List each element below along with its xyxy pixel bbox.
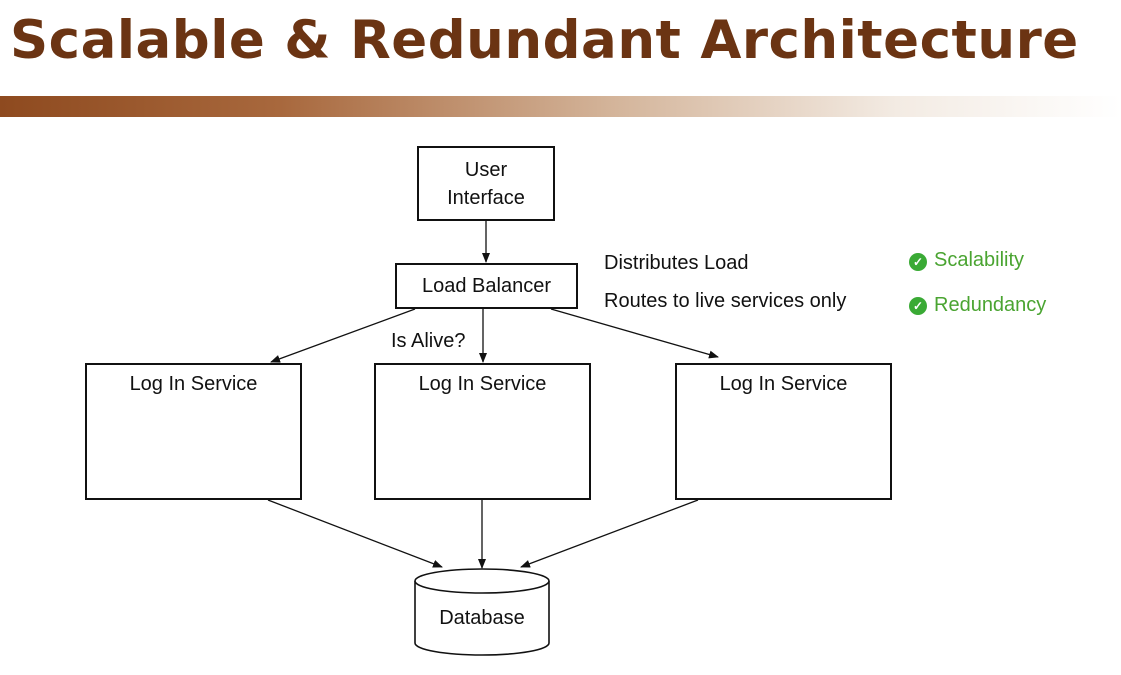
user-interface-label-line1: User [464, 158, 508, 181]
is-alive-label: Is Alive? [391, 330, 466, 352]
load-balancer-label: Load Balancer [422, 274, 551, 297]
arrow-lb-to-service-1 [270, 308, 416, 363]
database-label: Database [439, 607, 525, 629]
database-cylinder [414, 568, 550, 656]
check-circle-icon: ✓ [909, 253, 927, 271]
login-service-label: Log In Service [719, 373, 848, 395]
login-service-label: Log In Service [418, 373, 547, 395]
lb-note-routes: Routes to live services only [604, 290, 847, 312]
title-divider-band [0, 96, 1121, 117]
login-service-label: Log In Service [129, 373, 258, 395]
load-balancer-box: Load Balancer [395, 263, 578, 309]
login-service-box-1: Log In Service [85, 363, 302, 500]
user-interface-box: User Interface [417, 146, 555, 221]
benefit-redundancy: Redundancy [934, 294, 1047, 316]
user-interface-label-line2: Interface [447, 186, 525, 209]
arrow-service-1-to-db [267, 499, 443, 568]
benefit-scalability: Scalability [934, 249, 1025, 271]
check-circle-icon: ✓ [909, 297, 927, 315]
arrow-service-3-to-db [520, 499, 699, 568]
lb-note-distributes: Distributes Load [604, 252, 749, 274]
slide-title: Scalable & Redundant Architecture [10, 10, 1079, 71]
login-service-box-2: Log In Service [374, 363, 591, 500]
arrow-lb-to-service-3 [550, 308, 719, 359]
login-service-box-3: Log In Service [675, 363, 892, 500]
